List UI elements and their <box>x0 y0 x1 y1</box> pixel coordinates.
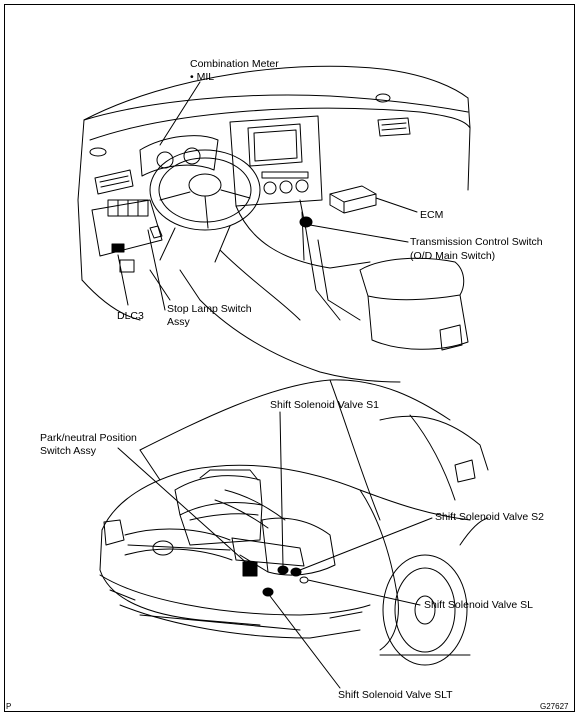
figure-code: G27627 <box>540 702 569 711</box>
label-park-switch-assy: Switch Assy <box>40 445 97 457</box>
label-mil: • MIL <box>190 71 215 83</box>
label-shift-solenoid-sl: Shift Solenoid Valve SL <box>424 599 533 611</box>
label-shift-solenoid-s2: Shift Solenoid Valve S2 <box>435 511 544 523</box>
label-combination-meter: Combination Meter <box>190 58 279 70</box>
dashboard-drawing <box>77 65 471 383</box>
label-shift-solenoid-s1: Shift Solenoid Valve S1 <box>270 399 379 411</box>
label-ecm: ECM <box>420 209 444 221</box>
label-stop-lamp-switch: Stop Lamp Switch <box>167 303 252 315</box>
label-shift-solenoid-slt: Shift Solenoid Valve SLT <box>338 689 453 701</box>
label-park-neutral-position: Park/neutral Position <box>40 432 137 444</box>
label-stop-lamp-assy: Assy <box>167 316 190 328</box>
label-od-main-switch: (O/D Main Switch) <box>410 250 496 262</box>
corner-mark: P <box>6 702 12 711</box>
engine-bay-drawing <box>99 379 489 666</box>
label-dlc3: DLC3 <box>117 310 144 322</box>
bottom-leader-lines <box>117 411 433 689</box>
top-leader-lines <box>117 81 418 311</box>
figure-frame <box>4 4 575 712</box>
label-transmission-control-switch: Transmission Control Switch <box>410 236 543 248</box>
